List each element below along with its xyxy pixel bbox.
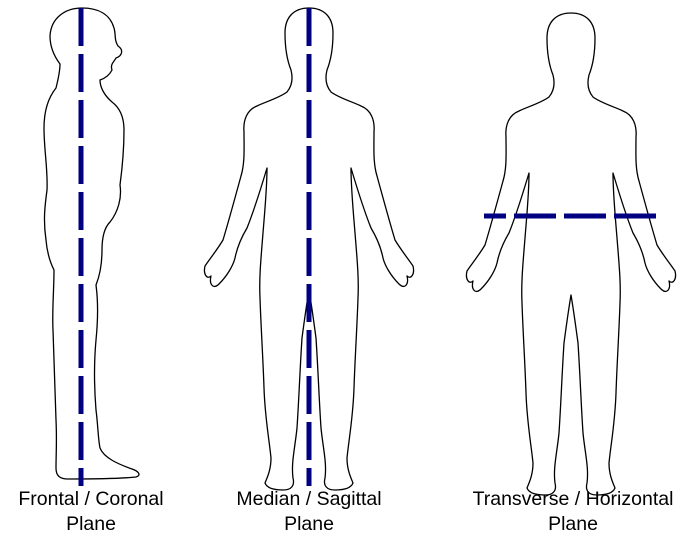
caption-median-line2: Plane [194, 512, 424, 537]
caption-median-line1: Median / Sagittal [194, 487, 424, 512]
front-body-figure-transverse [466, 13, 675, 495]
caption-frontal-line1: Frontal / Coronal [0, 487, 206, 512]
caption-transverse: Transverse / Horizontal Plane [458, 487, 684, 537]
caption-transverse-line2: Plane [458, 512, 684, 537]
caption-frontal-line2: Plane [0, 512, 206, 537]
side-body-figure [44, 8, 139, 479]
caption-frontal: Frontal / Coronal Plane [0, 487, 206, 537]
caption-median: Median / Sagittal Plane [194, 487, 424, 537]
caption-transverse-line1: Transverse / Horizontal [458, 487, 684, 512]
